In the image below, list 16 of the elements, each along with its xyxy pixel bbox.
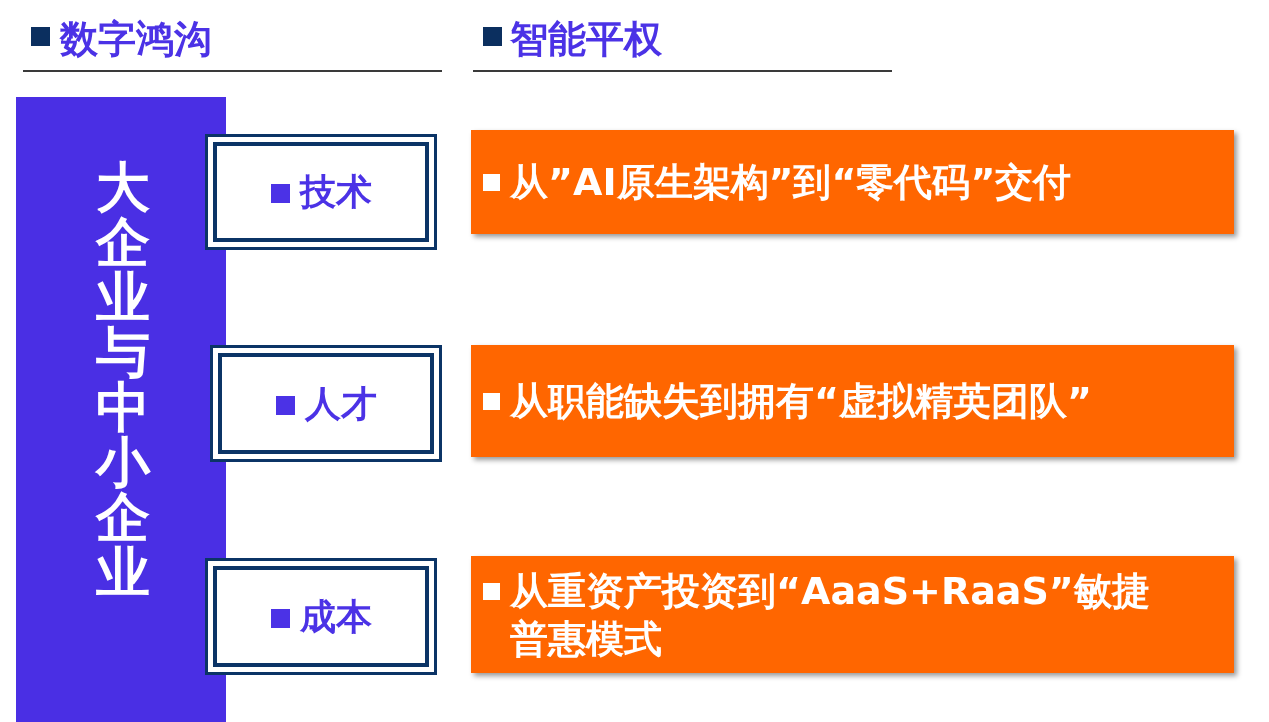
band-title: 大企业与中小企业 [95,160,151,600]
column-heading: 数字鸿沟 [60,17,212,61]
side-band [16,97,226,722]
category-label: 技术 [300,172,372,212]
statement-text: 从重资产投资到“AaaS+RaaS”敏捷普惠模式 [510,568,1151,663]
category-frame [205,558,437,675]
column-heading: 智能平权 [510,17,662,61]
statement-bar [471,130,1234,234]
statement-bar [471,556,1234,673]
statement-text: 从”AI原生架构”到“零代码”交付 [510,159,1073,206]
statement-bar [471,345,1234,457]
statement-text: 从职能缺失到拥有“虚拟精英团队” [510,378,1093,425]
category-frame [205,134,437,250]
category-frame [210,345,442,462]
category-label: 成本 [300,597,372,637]
category-label: 人才 [305,384,377,424]
